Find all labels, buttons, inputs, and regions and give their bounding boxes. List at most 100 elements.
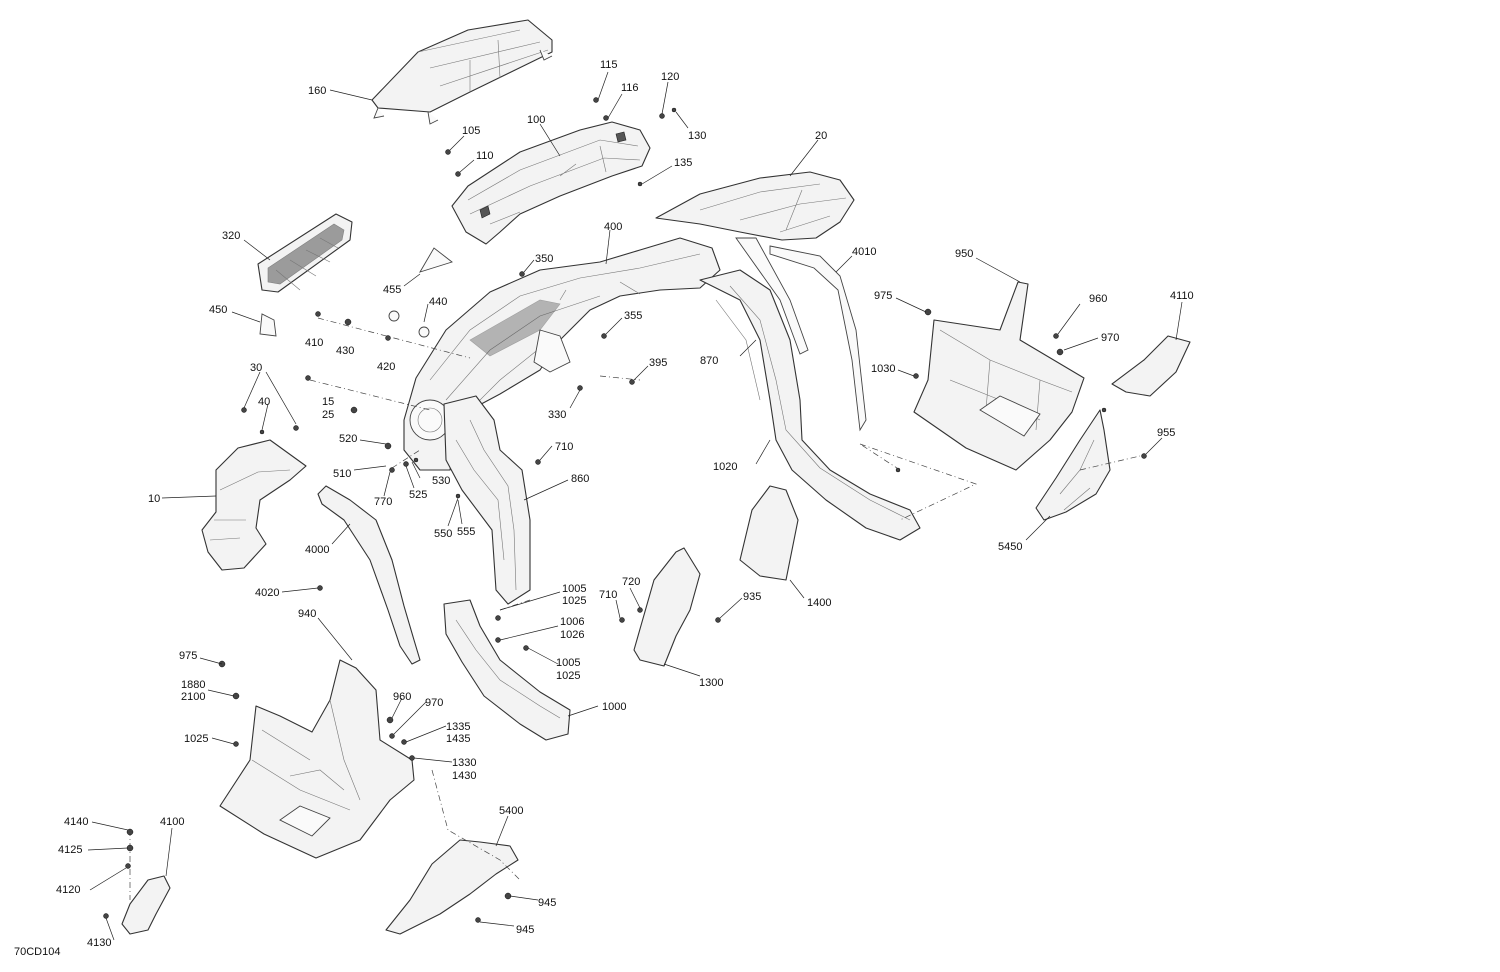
- callout-1000: 1000: [602, 701, 626, 713]
- part-4000-trim-strip: [317, 485, 421, 665]
- callout-160: 160: [308, 85, 326, 97]
- callout-2100: 2100: [181, 691, 205, 703]
- callout-4100: 4100: [160, 816, 184, 828]
- callout-440: 440: [429, 296, 447, 308]
- callout-945-a: 945: [538, 897, 556, 909]
- callout-4125: 4125: [58, 844, 82, 856]
- callout-labels: 160 115 116 120 130 105 100 110 135 20 3…: [56, 59, 1194, 949]
- callout-870: 870: [700, 355, 718, 367]
- callout-4020: 4020: [255, 587, 279, 599]
- callout-525: 525: [409, 489, 427, 501]
- callout-115: 115: [600, 59, 618, 71]
- part-940-floor-tub: [219, 659, 415, 859]
- part-160-top-cover: [371, 19, 553, 125]
- callout-935: 935: [743, 591, 761, 603]
- callout-20: 20: [815, 130, 827, 142]
- part-455-panel: [419, 247, 453, 273]
- callout-710-a: 710: [555, 441, 573, 453]
- part-4010-strip: [769, 245, 867, 432]
- callout-4010: 4010: [852, 246, 876, 258]
- callout-975-b: 975: [179, 650, 197, 662]
- part-4100-bracket: [121, 875, 171, 935]
- callout-1330: 1330: [452, 757, 476, 769]
- part-4110-bracket: [1111, 335, 1191, 397]
- part-320-grille: [257, 213, 353, 293]
- part-950-floor-tub: [913, 281, 1085, 471]
- callout-1005-b: 1005: [556, 657, 580, 669]
- callout-970-a: 970: [1101, 332, 1119, 344]
- leader-lines: [87, 71, 1183, 941]
- callout-1006: 1006: [560, 616, 584, 628]
- part-1000-rocker-rail: [443, 599, 571, 741]
- callout-110: 110: [476, 150, 494, 162]
- callout-940: 940: [298, 608, 316, 620]
- callout-530: 530: [432, 475, 450, 487]
- callout-1300: 1300: [699, 677, 723, 689]
- callout-410: 410: [305, 337, 323, 349]
- callout-1880: 1880: [181, 679, 205, 691]
- callout-1025-c: 1025: [184, 733, 208, 745]
- callout-5400: 5400: [499, 805, 523, 817]
- callout-455: 455: [383, 284, 401, 296]
- callout-116: 116: [621, 82, 639, 94]
- part-870-1020-rail: [699, 237, 921, 541]
- callout-420: 420: [377, 361, 395, 373]
- callout-975-a: 975: [874, 290, 892, 302]
- callout-40: 40: [258, 396, 270, 408]
- callout-860: 860: [571, 473, 589, 485]
- callout-30: 30: [250, 362, 262, 374]
- callout-450: 450: [209, 304, 227, 316]
- callout-4140: 4140: [64, 816, 88, 828]
- callout-955: 955: [1157, 427, 1175, 439]
- callout-120: 120: [661, 71, 679, 83]
- callout-510: 510: [333, 468, 351, 480]
- callout-4000: 4000: [305, 544, 329, 556]
- callout-1435: 1435: [446, 733, 470, 745]
- callout-4120: 4120: [56, 884, 80, 896]
- drawing-id: 70CD104: [14, 946, 60, 958]
- callout-15: 15: [322, 396, 334, 408]
- callout-4110: 4110: [1170, 290, 1194, 302]
- callout-25: 25: [322, 409, 334, 421]
- callout-550: 550: [434, 528, 452, 540]
- part-860-front-pillar: [443, 395, 531, 605]
- callout-1025-a: 1025: [562, 595, 586, 607]
- callout-355: 355: [624, 310, 642, 322]
- callout-100: 100: [527, 114, 545, 126]
- part-400-main-frame: [403, 237, 721, 471]
- part-450-panel: [259, 313, 277, 337]
- callout-960-b: 960: [393, 691, 411, 703]
- callout-320: 320: [222, 230, 240, 242]
- callout-1430: 1430: [452, 770, 476, 782]
- callout-5450: 5450: [998, 541, 1022, 553]
- fasteners: [103, 97, 1147, 923]
- callout-945-b: 945: [516, 924, 534, 936]
- callout-10: 10: [148, 493, 160, 505]
- callout-720: 720: [622, 576, 640, 588]
- callout-710-b: 710: [599, 589, 617, 601]
- part-5400-splash-panel: [385, 839, 519, 935]
- callout-1005-a: 1005: [562, 583, 586, 595]
- callout-130: 130: [688, 130, 706, 142]
- callout-1020: 1020: [713, 461, 737, 473]
- part-1300-kick-panel: [633, 547, 701, 667]
- callout-430: 430: [336, 345, 354, 357]
- callout-555: 555: [457, 526, 475, 538]
- callout-330: 330: [548, 409, 566, 421]
- part-1400-kick-panel: [739, 485, 799, 581]
- callout-105: 105: [462, 125, 480, 137]
- callout-4130: 4130: [87, 937, 111, 949]
- callout-135: 135: [674, 157, 692, 169]
- callout-770: 770: [374, 496, 392, 508]
- callout-1030: 1030: [871, 363, 895, 375]
- callout-350: 350: [535, 253, 553, 265]
- part-10-front-fender: [201, 439, 307, 571]
- callout-960-a: 960: [1089, 293, 1107, 305]
- callout-400: 400: [604, 221, 622, 233]
- part-100-dash-frame: [451, 121, 651, 245]
- callout-395: 395: [649, 357, 667, 369]
- callout-950: 950: [955, 248, 973, 260]
- callout-1026: 1026: [560, 629, 584, 641]
- callout-520: 520: [339, 433, 357, 445]
